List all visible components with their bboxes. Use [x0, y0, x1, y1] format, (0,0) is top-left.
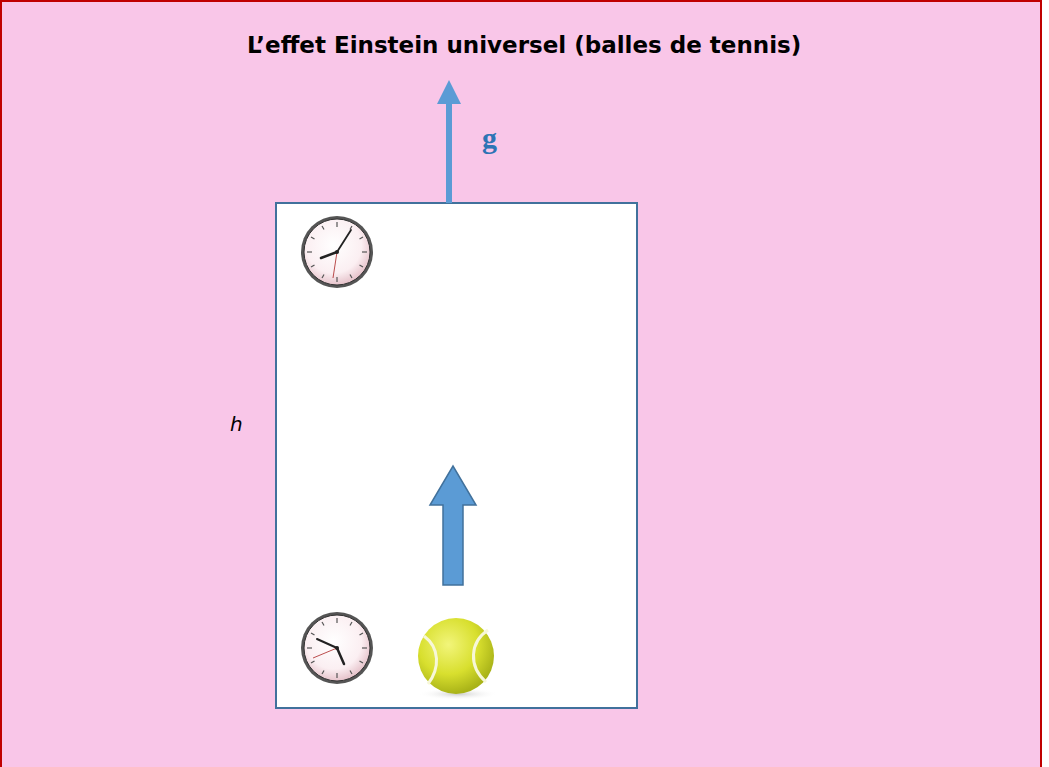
diagram-title: L’effet Einstein universel (balles de te…: [247, 32, 801, 58]
tennis-ball: [418, 618, 498, 700]
clock-icon: [301, 612, 373, 684]
dimension-label: h: [230, 412, 243, 436]
clock-icon: [301, 216, 373, 288]
g-arrow: [437, 80, 461, 203]
elevator-box: [276, 203, 637, 708]
vector-label: g: [482, 121, 497, 155]
block-arrow: [430, 466, 476, 585]
